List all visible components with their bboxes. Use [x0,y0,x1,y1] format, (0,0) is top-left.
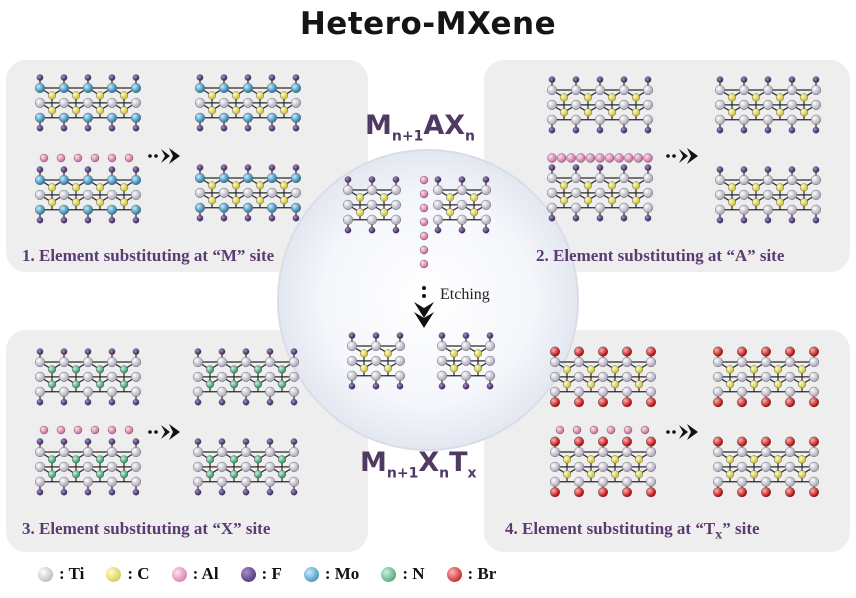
formula-ax: AX [423,110,466,141]
caption-t-site-sub: x [715,526,723,543]
mxene-m-sub: n+1 [386,465,419,482]
mxene-slab [433,176,492,234]
caption-a-site: 2. Element substituting at “A” site [536,246,785,265]
c-ball-icon [106,566,122,582]
legend-label-c: : C [127,564,150,583]
caption-t-site-suffix: ” site [722,519,760,538]
arrow-icon [148,148,180,164]
etching-arrow-icon [414,286,434,328]
caption-x-site: 3. Element substituting at “X” site [22,519,271,538]
al-layer [39,153,134,163]
mxene-slab [713,346,820,408]
caption-m-site: 1. Element substituting at “M” site [22,246,275,265]
al-column [419,175,429,269]
legend-item-c: : C [106,564,150,584]
al-ball-icon [171,566,187,582]
etching-label: Etching [440,286,490,303]
element-legend: : Ti : C : Al : F : Mo : N : Br [38,560,496,588]
mxene-slab [192,348,300,406]
crystal-structures [35,74,822,498]
mxene-t-sub: x [467,465,477,482]
ti-ball-icon [38,566,53,582]
legend-label-f: : F [261,564,282,583]
mxene-slab [550,346,657,408]
mxene-slab [35,348,141,406]
mxene-slab [437,332,496,390]
n-ball-icon [381,566,397,582]
mxene-slab [343,176,402,234]
arrow-icon [148,424,180,440]
mxene-formula: Mn+1XnTx [360,447,477,481]
caption-t-site-prefix: 4. Element substituting at “T [505,519,716,538]
legend-item-br: : Br [446,564,497,584]
br-ball-icon [446,566,462,582]
mxene-slab [715,166,822,224]
al-layer [555,425,650,435]
mxene-slab [35,438,141,496]
panel-m-site-bg [6,60,368,272]
page-title: Hetero-MXene [299,6,557,42]
caption-t-site: 4. Element substituting at “Tx” site [505,519,760,543]
legend-label-ti: : Ti [59,564,85,583]
max-phase-formula: Mn+1AXn [365,110,475,144]
mxene-slab [547,76,654,134]
mxene-x: X [418,447,440,478]
al-layer [547,153,653,163]
formula-m-sub: n+1 [391,128,424,145]
legend-item-al: : Al [171,564,219,584]
formula-m: M [365,110,392,141]
legend-item-f: : F [240,564,282,584]
mxene-x-sub: n [439,465,450,482]
mxene-slab [713,436,820,498]
mxene-slab [194,164,302,222]
legend-label-br: : Br [467,564,497,583]
mxene-slab [550,436,657,498]
mxene-slab [347,332,406,390]
arrow-icon [666,148,698,164]
mxene-t: T [449,447,468,478]
mxene-slab [192,438,300,496]
panel-t-site-bg [484,330,850,552]
al-layer [39,425,134,435]
arrow-icon [666,424,698,440]
legend-item-ti: : Ti [38,564,84,584]
mxene-slab [35,74,141,132]
mxene-slab [715,76,822,134]
legend-label-al: : Al [192,564,219,583]
legend-item-n: : N [381,564,425,584]
legend-label-mo: : Mo [324,564,360,583]
mxene-slab [194,74,302,132]
mxene-slab [35,166,141,224]
formula-ax-sub: n [465,128,476,145]
legend-item-mo: : Mo [303,564,360,584]
mxene-m: M [360,447,387,478]
f-ball-icon [240,566,256,582]
mxene-slab [547,164,654,222]
legend-label-n: : N [402,564,425,583]
mo-ball-icon [303,566,319,582]
